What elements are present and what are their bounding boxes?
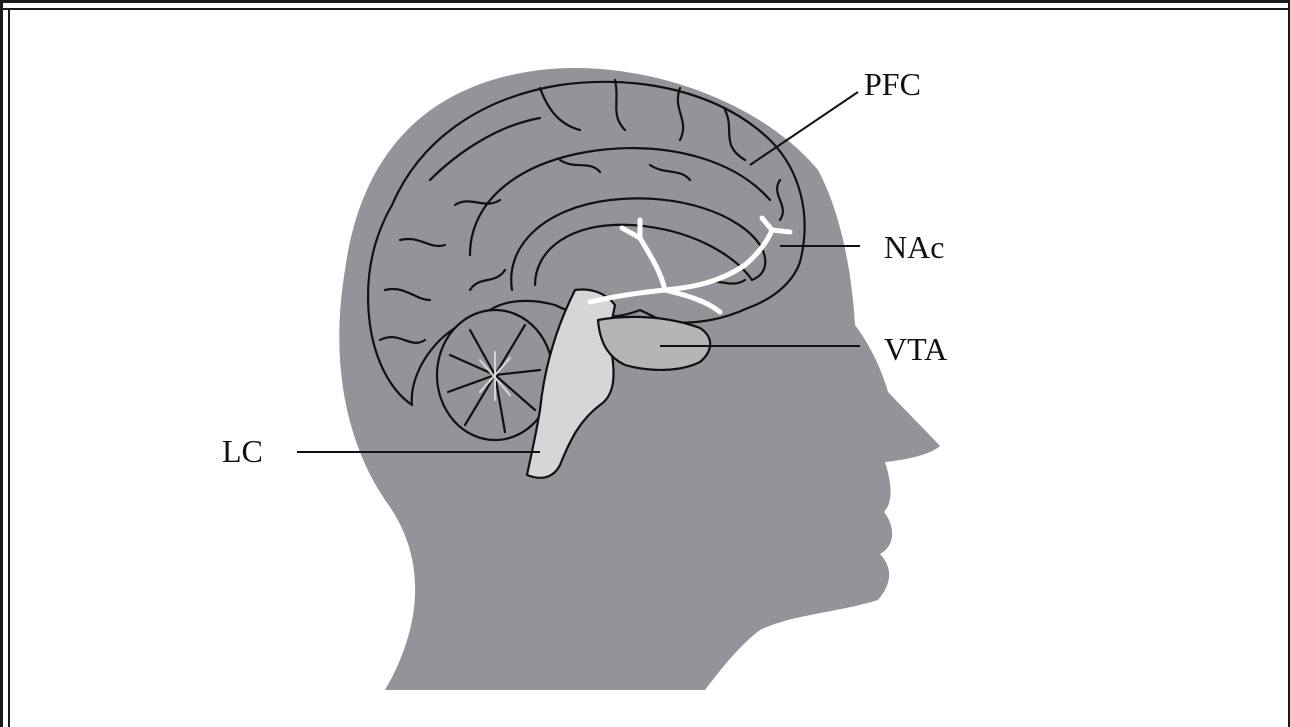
label-lc: LC [222, 433, 263, 469]
label-vta: VTA [884, 331, 947, 367]
label-nac: NAc [884, 229, 944, 265]
cerebellum [437, 310, 553, 440]
label-pfc: PFC [864, 66, 921, 102]
